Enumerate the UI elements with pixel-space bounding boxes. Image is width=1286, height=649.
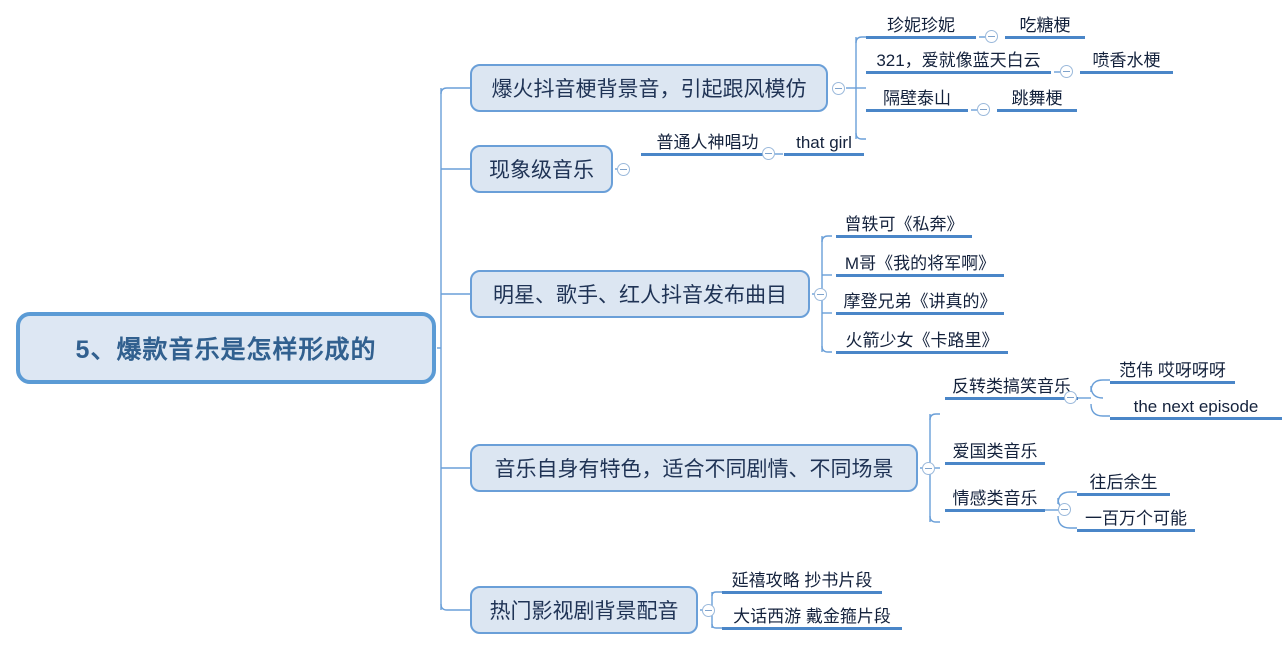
branch-node-4[interactable]: 音乐自身有特色，适合不同剧情、不同场景	[470, 444, 918, 492]
collapse-toggle-1-2[interactable]	[1060, 65, 1073, 78]
leaf-node-4-2[interactable]: 爱国类音乐	[945, 442, 1045, 465]
leaf-node-5-2[interactable]: 大话西游 戴金箍片段	[722, 607, 902, 630]
leaf-node-4-3-2[interactable]: 一百万个可能	[1077, 509, 1195, 532]
collapse-toggle-branch-3[interactable]	[814, 288, 827, 301]
leaf-node-4-1[interactable]: 反转类搞笑音乐	[945, 377, 1078, 400]
leaf-node-1-1[interactable]: 珍妮珍妮	[866, 16, 976, 39]
branch-node-2[interactable]: 现象级音乐	[470, 145, 613, 193]
leaf-node-4-1-1[interactable]: 范伟 哎呀呀呀	[1110, 361, 1235, 384]
leaf-node-3-4[interactable]: 火箭少女《卡路里》	[836, 331, 1008, 354]
leaf-node-3-3[interactable]: 摩登兄弟《讲真的》	[836, 292, 1004, 315]
leaf-node-2-1[interactable]: 普通人神唱功	[641, 133, 774, 156]
leaf-node-1-3[interactable]: 隔壁泰山	[866, 89, 968, 112]
leaf-node-1-3-1[interactable]: 跳舞梗	[997, 89, 1077, 112]
collapse-toggle-4-1[interactable]	[1064, 391, 1077, 404]
collapse-toggle-2-1[interactable]	[762, 147, 775, 160]
branch-node-3[interactable]: 明星、歌手、红人抖音发布曲目	[470, 270, 810, 318]
collapse-toggle-branch-2[interactable]	[617, 163, 630, 176]
leaf-node-1-2[interactable]: 321，爱就像蓝天白云	[866, 51, 1051, 74]
branch-node-1[interactable]: 爆火抖音梗背景音，引起跟风模仿	[470, 64, 828, 112]
collapse-toggle-branch-5[interactable]	[702, 604, 715, 617]
branch-node-5[interactable]: 热门影视剧背景配音	[470, 586, 698, 634]
leaf-node-3-1[interactable]: 曾轶可《私奔》	[836, 215, 972, 238]
leaf-node-2-1-1[interactable]: that girl	[784, 133, 864, 156]
root-node[interactable]: 5、爆款音乐是怎样形成的	[16, 312, 436, 384]
leaf-node-4-1-2[interactable]: the next episode	[1110, 397, 1282, 420]
collapse-toggle-branch-1[interactable]	[832, 82, 845, 95]
leaf-node-1-1-1[interactable]: 吃糖梗	[1005, 16, 1085, 39]
leaf-node-1-2-1[interactable]: 喷香水梗	[1080, 51, 1173, 74]
collapse-toggle-1-3[interactable]	[977, 103, 990, 116]
leaf-node-4-3[interactable]: 情感类音乐	[945, 489, 1045, 512]
collapse-toggle-1-1[interactable]	[985, 30, 998, 43]
collapse-toggle-4-3[interactable]	[1058, 503, 1071, 516]
collapse-toggle-branch-4[interactable]	[922, 462, 935, 475]
leaf-node-3-2[interactable]: M哥《我的将军啊》	[836, 254, 1004, 277]
leaf-node-4-3-1[interactable]: 往后余生	[1077, 473, 1170, 496]
leaf-node-5-1[interactable]: 延禧攻略 抄书片段	[722, 571, 882, 594]
